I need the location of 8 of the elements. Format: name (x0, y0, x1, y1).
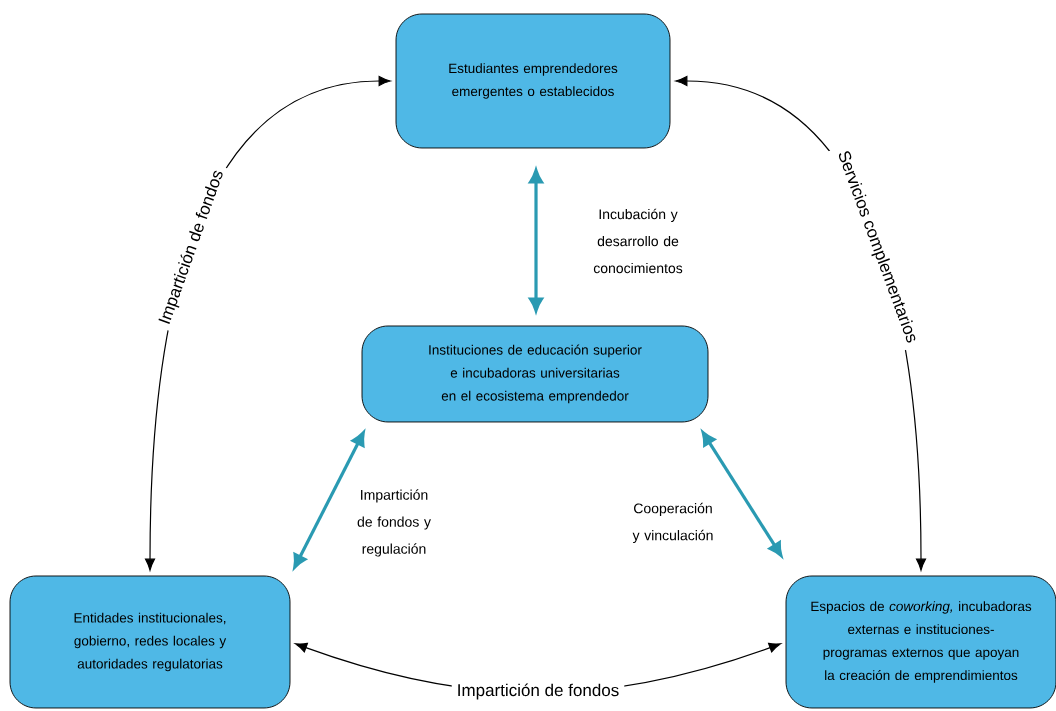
rounded-box: Estudiantes emprendedores emergentes o establecidos (395, 13, 671, 149)
edge-label: Incubación y desarrollo de conocimientos (593, 208, 683, 274)
rounded-box: Espacios de coworking, incubadoras externas e instituciones-programas externos que apoyan la creación de emprendimientos (785, 575, 1056, 709)
edge-label: Impartición de fondos (451, 678, 625, 705)
edge-label: Impartición de fondos y regulación (357, 489, 431, 557)
rounded-box: Entidades institucionales, gobierno, redes locales y autoridades regulatorias (9, 575, 291, 709)
rounded-box: Instituciones de educación superior e incubadoras universitarias en el ecosistema emprendedor (361, 325, 709, 423)
edge-label: Cooperación y vinculación (632, 502, 713, 544)
